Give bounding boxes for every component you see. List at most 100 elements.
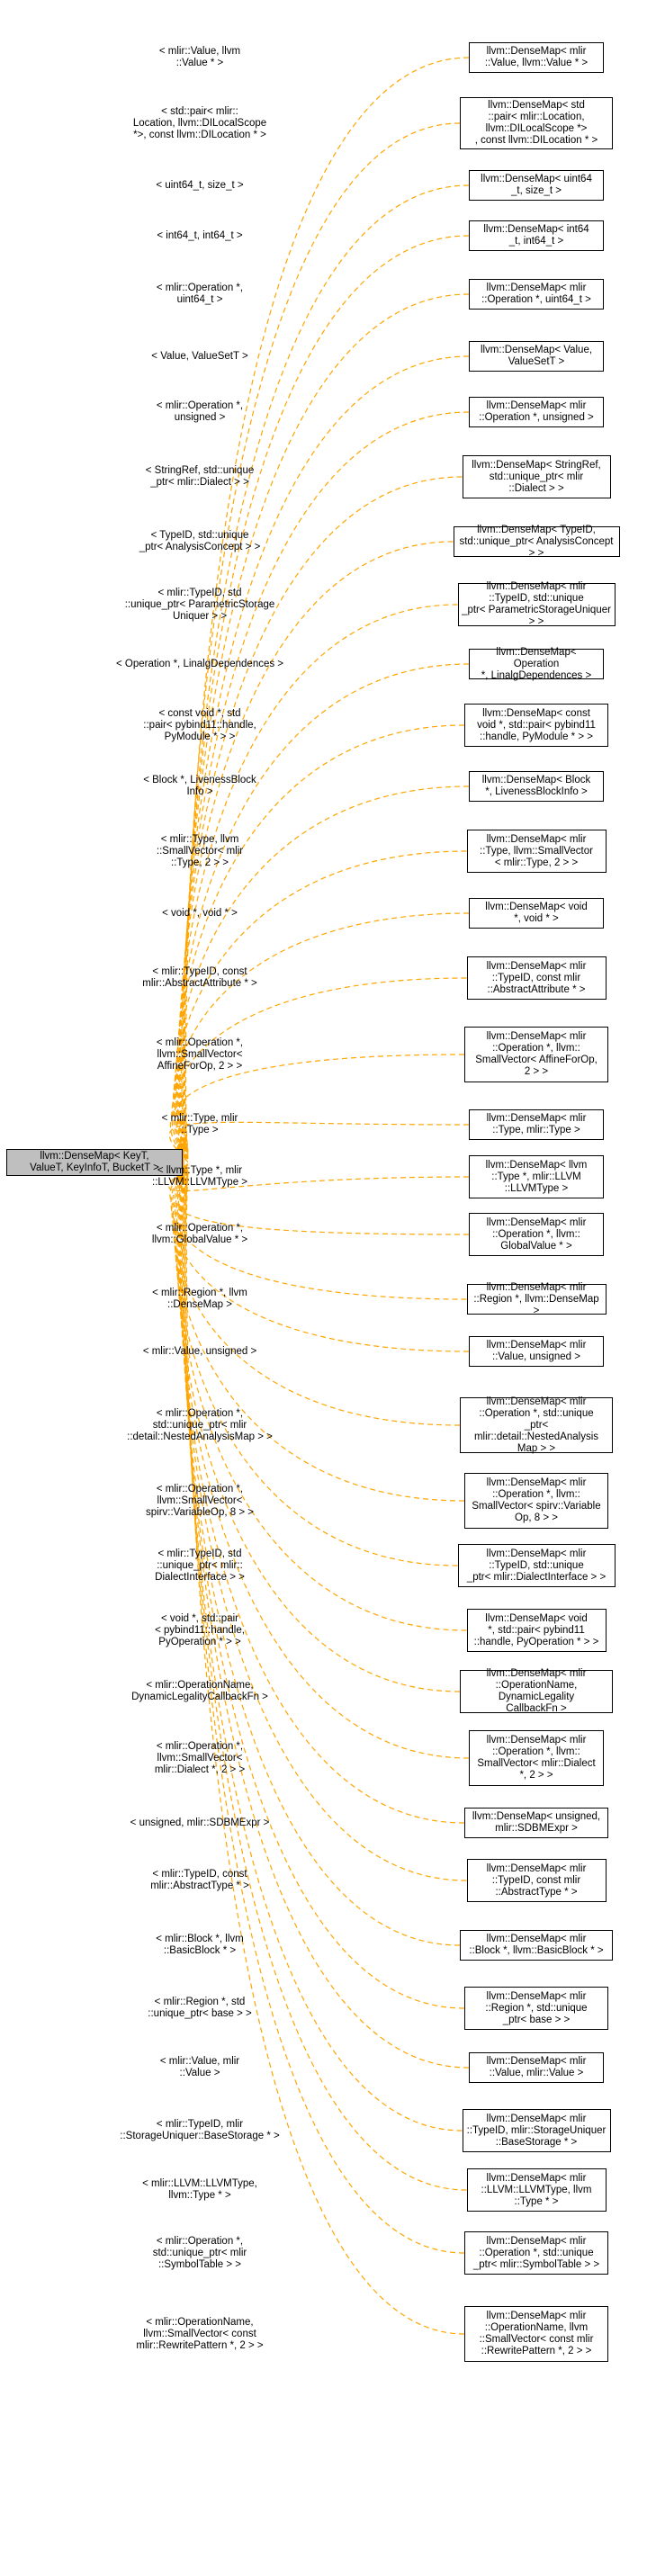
derived-class-node[interactable]: llvm::DenseMap< Value, ValueSetT > xyxy=(469,341,604,372)
inheritance-edge xyxy=(175,724,465,1159)
inheritance-edge xyxy=(176,1167,461,1692)
edge-template-label: < mlir::Operation *, llvm::GlobalValue *… xyxy=(151,1223,248,1245)
derived-class-node[interactable]: llvm::DenseMap< mlir ::TypeID, const mli… xyxy=(466,1859,607,1902)
edge-template-label: < TypeID, std::unique _ptr< AnalysisConc… xyxy=(139,530,261,552)
inheritance-edge xyxy=(181,355,470,1155)
derived-class-node[interactable]: llvm::DenseMap< mlir ::LLVM::LLVMType, l… xyxy=(466,2168,607,2212)
derived-class-node[interactable]: llvm::DenseMap< int64 _t, int64_t > xyxy=(469,220,604,251)
edge-template-label: < mlir::TypeID, const mlir::AbstractAttr… xyxy=(142,966,257,989)
edge-template-label: < mlir::Block *, llvm ::BasicBlock * > xyxy=(156,1934,244,1956)
derived-class-node[interactable]: llvm::DenseMap< void *, std::pair< pybin… xyxy=(466,1609,607,1652)
inheritance-edge xyxy=(180,411,470,1155)
derived-class-node[interactable]: llvm::DenseMap< mlir ::Region *, llvm::D… xyxy=(466,1282,607,1316)
derived-class-node[interactable]: llvm::DenseMap< Block *, LivenessBlockIn… xyxy=(469,771,604,802)
inheritance-edge xyxy=(175,663,470,1158)
derived-class-node[interactable]: llvm::DenseMap< mlir ::Operation *, std:… xyxy=(464,2231,608,2275)
derived-class-node[interactable]: llvm::DenseMap< mlir ::TypeID, std::uniq… xyxy=(457,581,616,627)
inheritance-edge xyxy=(182,293,470,1154)
derived-class-node[interactable]: llvm::DenseMap< Operation *, LinalgDepen… xyxy=(469,647,604,681)
derived-class-node[interactable]: llvm::DenseMap< mlir ::Operation *, llvm… xyxy=(469,1213,604,1256)
derived-class-node[interactable]: llvm::DenseMap< mlir ::Operation *, llvm… xyxy=(464,1473,608,1529)
edge-template-label: < mlir::Operation *, llvm::SmallVector< … xyxy=(156,1037,244,1072)
inheritance-edge xyxy=(184,1173,465,2254)
derived-class-node[interactable]: llvm::DenseMap< mlir ::Value, llvm::Valu… xyxy=(469,42,604,73)
derived-class-node[interactable]: llvm::DenseMap< mlir ::TypeID, const mli… xyxy=(466,956,607,1000)
edge-template-label: < Operation *, LinalgDependences > xyxy=(115,658,284,669)
inheritance-edge xyxy=(174,1165,465,1502)
derived-class-node[interactable]: llvm::DenseMap< mlir ::Block *, llvm::Ba… xyxy=(460,1930,613,1961)
edge-template-label: < void *, void * > xyxy=(162,907,238,919)
edge-template-label: < mlir::TypeID, mlir ::StorageUniquer::B… xyxy=(120,2119,280,2141)
edge-template-label: < mlir::Operation *, llvm::SmallVector< … xyxy=(146,1483,254,1518)
derived-class-node[interactable]: llvm::DenseMap< mlir ::Value, unsigned > xyxy=(469,1336,604,1367)
edge-template-label: < mlir::Operation *, unsigned > xyxy=(156,400,244,423)
edge-template-label: < const void *, std ::pair< pybind11::ha… xyxy=(143,707,256,742)
derived-class-node[interactable]: llvm::DenseMap< mlir ::Operation *, unsi… xyxy=(469,397,604,427)
inheritance-edge xyxy=(184,1172,467,2191)
base-class-node[interactable]: llvm::DenseMap< KeyT, ValueT, KeyInfoT, … xyxy=(6,1149,183,1176)
edge-template-label: < Block *, LivenessBlock Info > xyxy=(143,775,256,797)
edge-template-label: < mlir::OperationName, DynamicLegalityCa… xyxy=(131,1680,268,1702)
edge-template-label: < mlir::Operation *, std::unique_ptr< ml… xyxy=(127,1407,273,1442)
derived-class-node[interactable]: llvm::DenseMap< uint64 _t, size_t > xyxy=(469,170,604,201)
edge-template-label: < mlir::Value, mlir ::Value > xyxy=(159,2056,240,2078)
edge-template-label: < mlir::Value, unsigned > xyxy=(142,1345,257,1357)
inheritance-edge xyxy=(177,541,454,1157)
edge-template-label: < mlir::TypeID, std ::unique_ptr< mlir::… xyxy=(155,1548,245,1583)
derived-class-node[interactable]: llvm::DenseMap< TypeID, std::unique_ptr<… xyxy=(453,525,620,559)
edge-template-label: < Value, ValueSetT > xyxy=(151,350,248,362)
derived-class-node[interactable]: llvm::DenseMap< mlir ::Region *, std::un… xyxy=(464,1987,608,2030)
inheritance-edge xyxy=(172,912,470,1161)
arrowhead xyxy=(178,1172,187,1184)
edge-template-label: < mlir::LLVM::LLVMType, llvm::Type * > xyxy=(142,2178,257,2201)
derived-class-node[interactable]: llvm::DenseMap< mlir ::Operation *, llvm… xyxy=(464,1027,608,1082)
edge-template-label: < StringRef, std::unique _ptr< mlir::Dia… xyxy=(145,465,255,488)
inheritance-edge xyxy=(171,1163,470,1352)
edge-template-label: < mlir::TypeID, std ::unique_ptr< Parame… xyxy=(124,587,275,622)
edge-template-label: < mlir::OperationName, llvm::SmallVector… xyxy=(136,2316,264,2351)
inheritance-edge xyxy=(180,1170,461,1946)
inheritance-edge xyxy=(174,785,470,1160)
inheritance-edge xyxy=(168,1162,470,1192)
inheritance-edge xyxy=(176,604,458,1158)
derived-class-node[interactable]: llvm::DenseMap< llvm ::Type *, mlir::LLV… xyxy=(469,1155,604,1198)
inheritance-edge xyxy=(183,235,470,1153)
derived-class-node[interactable]: llvm::DenseMap< mlir ::Operation *, llvm… xyxy=(469,1730,604,1786)
edge-template-label: < mlir::TypeID, const mlir::AbstractType… xyxy=(150,1869,249,1891)
edge-template-label: < uint64_t, size_t > xyxy=(156,179,244,191)
derived-class-node[interactable]: llvm::DenseMap< mlir ::Operation *, uint… xyxy=(469,279,604,310)
inheritance-edge xyxy=(169,1054,465,1162)
derived-class-node[interactable]: llvm::DenseMap< unsigned, mlir::SDBMExpr… xyxy=(464,1808,608,1838)
edge-template-label: < mlir::Operation *, uint64_t > xyxy=(156,283,244,305)
derived-class-node[interactable]: llvm::DenseMap< mlir ::OperationName, ll… xyxy=(464,2306,608,2362)
inheritance-edge xyxy=(171,977,467,1162)
edge-template-label: < int64_t, int64_t > xyxy=(157,229,243,241)
derived-class-node[interactable]: llvm::DenseMap< const void *, std::pair<… xyxy=(464,704,608,747)
inheritance-edge xyxy=(175,1166,458,1566)
derived-class-node[interactable]: llvm::DenseMap< std ::pair< mlir::Locati… xyxy=(460,97,613,149)
inheritance-edge xyxy=(183,1171,463,2132)
derived-class-node[interactable]: llvm::DenseMap< mlir ::Value, mlir::Valu… xyxy=(469,2052,604,2083)
edge-template-label: < mlir::Region *, std ::unique_ptr< base… xyxy=(148,1997,252,2019)
inheritance-edge xyxy=(185,1173,465,2335)
edge-template-label: < mlir::Type, llvm ::SmallVector< mlir :… xyxy=(156,833,244,868)
inheritance-edge xyxy=(170,1163,467,1300)
derived-class-node[interactable]: llvm::DenseMap< mlir ::TypeID, std::uniq… xyxy=(457,1544,616,1587)
derived-class-node[interactable]: llvm::DenseMap< mlir ::OperationName, Dy… xyxy=(460,1668,613,1714)
inheritance-edge xyxy=(177,1168,470,1759)
inheritance-edge xyxy=(182,1171,470,2069)
edge-template-label: < mlir::Operation *, std::unique_ptr< ml… xyxy=(152,2235,247,2270)
derived-class-node[interactable]: llvm::DenseMap< StringRef, std::unique_p… xyxy=(462,455,611,498)
edge-template-label: < std::pair< mlir:: Location, llvm::DILo… xyxy=(132,105,267,140)
derived-class-node[interactable]: llvm::DenseMap< mlir ::Operation *, std:… xyxy=(460,1396,613,1454)
inheritance-edge xyxy=(181,1171,465,2009)
inheritance-edge xyxy=(172,1164,461,1426)
derived-class-node[interactable]: llvm::DenseMap< void *, void * > xyxy=(469,898,604,929)
derived-class-node[interactable]: llvm::DenseMap< mlir ::TypeID, mlir::Sto… xyxy=(462,2109,611,2152)
inheritance-edge xyxy=(179,1169,467,1881)
derived-class-node[interactable]: llvm::DenseMap< mlir ::Type, mlir::Type … xyxy=(469,1109,604,1140)
inheritance-edge xyxy=(175,1166,467,1631)
derived-class-node[interactable]: llvm::DenseMap< mlir ::Type, llvm::Small… xyxy=(466,830,607,873)
edge-template-label: < mlir::Operation *, llvm::SmallVector< … xyxy=(154,1740,246,1775)
